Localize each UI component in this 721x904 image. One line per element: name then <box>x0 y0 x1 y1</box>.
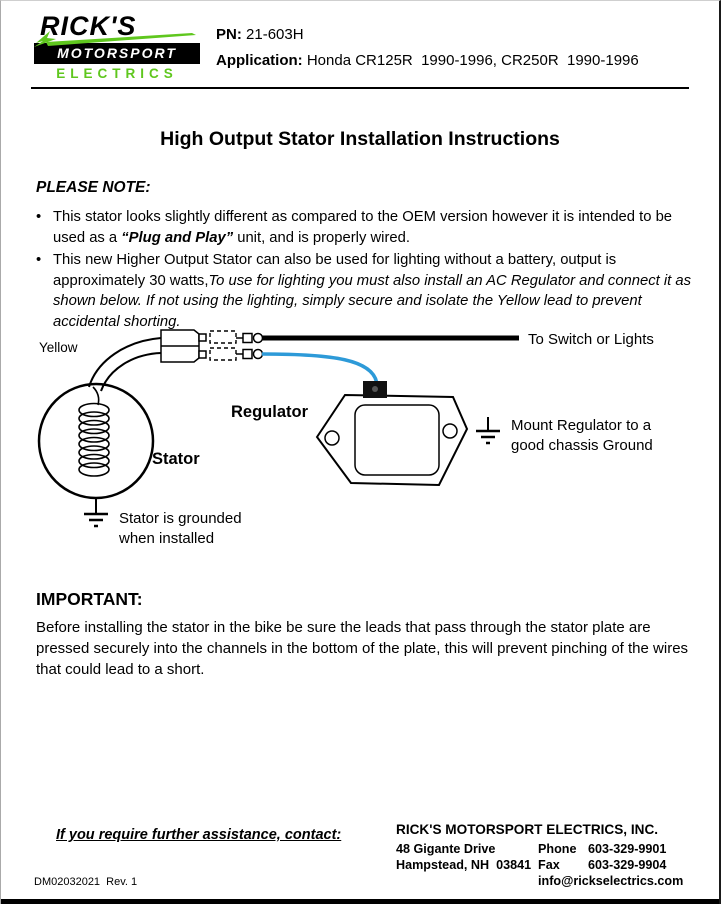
note-bullet-2-italic: To use for lighting you must also instal… <box>53 272 691 330</box>
application-line: Application: Honda CR125R 1990-1996, CR2… <box>216 52 639 69</box>
lighting-wire-blue <box>261 352 379 386</box>
connector-plug <box>160 329 207 363</box>
email-address: info@rickselectrics.com <box>538 874 684 888</box>
regulator-body <box>315 381 469 487</box>
stator-label: Stator <box>152 450 200 468</box>
part-number-label: PN: <box>216 26 242 43</box>
stator-coil-icon <box>78 386 110 477</box>
regulator-label: Regulator <box>231 403 309 421</box>
bullet-connectors <box>236 332 264 360</box>
note-bullet-1: • This stator looks slightly different a… <box>36 207 694 248</box>
important-heading: IMPORTANT: <box>36 589 143 609</box>
ground-icon-stator <box>84 498 108 528</box>
switch-label: To Switch or Lights <box>528 331 654 348</box>
contact-block: RICK'S MOTORSPORT ELECTRICS, INC. 48 Gig… <box>396 822 683 889</box>
application-value: Honda CR125R 1990-1996, CR250R 1990-1996 <box>306 52 639 69</box>
mount-ground-label-line2: good chassis Ground <box>511 437 653 454</box>
mount-ground-label-line1: Mount Regulator to a <box>511 417 652 434</box>
fax-value: 603-329-9904 <box>588 858 667 872</box>
note-bullet-1-text: This stator looks slightly different as … <box>53 209 673 246</box>
please-note-heading: PLEASE NOTE: <box>36 179 151 196</box>
part-number-line: PN: 21-603H <box>216 26 639 43</box>
assistance-note: If you require further assistance, conta… <box>56 827 342 843</box>
stator-ground-label-line1: Stator is grounded <box>119 510 242 527</box>
logo-electrics-text: ELECTRICS <box>56 66 178 81</box>
yellow-wire-label: Yellow <box>39 340 78 355</box>
address-line-1: 48 Gigante Drive <box>396 842 496 856</box>
doc-number: DM02032021 Rev. 1 <box>34 876 138 888</box>
important-section: IMPORTANT: Before installing the stator … <box>36 589 694 680</box>
page-title: High Output Stator Installation Instruct… <box>160 128 560 150</box>
note-bullet-1-emphasis: “Plug and Play” <box>121 229 234 246</box>
logo-ricks-text: RICK'S <box>40 11 137 41</box>
company-logo: RICK'S MOTORSPORT ELECTRICS <box>34 13 200 81</box>
ground-icon-regulator <box>476 417 500 445</box>
yellow-wires <box>88 337 162 392</box>
header-info: PN: 21-603H Application: Honda CR125R 19… <box>216 26 639 81</box>
bullet-marker: • <box>36 252 42 268</box>
header: RICK'S MOTORSPORT ELECTRICS PN: 21-603H … <box>34 13 689 81</box>
address-line-2: Hampstead, NH 03841 <box>396 858 532 872</box>
lightning-bolt-icon <box>34 31 196 47</box>
part-number-value: 21-603H <box>246 26 304 43</box>
important-body: Before installing the stator in the bike… <box>36 619 689 678</box>
mating-connector-dashed <box>209 330 237 361</box>
fax-label: Fax <box>538 858 560 872</box>
stator-ground-label-line2: when installed <box>118 530 214 547</box>
note-bullet-2: • This new Higher Output Stator can also… <box>36 250 694 332</box>
company-name: RICK'S MOTORSPORT ELECTRICS, INC. <box>396 822 659 837</box>
wiring-diagram: Yellow Stator <box>37 329 654 547</box>
note-bullet-2-text: This new Higher Output Stator can also b… <box>53 252 617 289</box>
application-label: Application: <box>216 52 303 69</box>
header-divider <box>31 87 689 89</box>
note-bullet-1-tail: unit, and is properly wired. <box>233 229 410 246</box>
bullet-marker: • <box>36 209 42 225</box>
phone-value: 603-329-9901 <box>588 842 667 856</box>
stator-circle <box>37 382 155 500</box>
page-bottom-edge <box>1 899 719 904</box>
phone-label: Phone <box>538 842 577 856</box>
logo-motorsport-text: MOTORSPORT <box>34 43 200 64</box>
please-note-section: PLEASE NOTE: • This stator looks slightl… <box>36 179 694 334</box>
